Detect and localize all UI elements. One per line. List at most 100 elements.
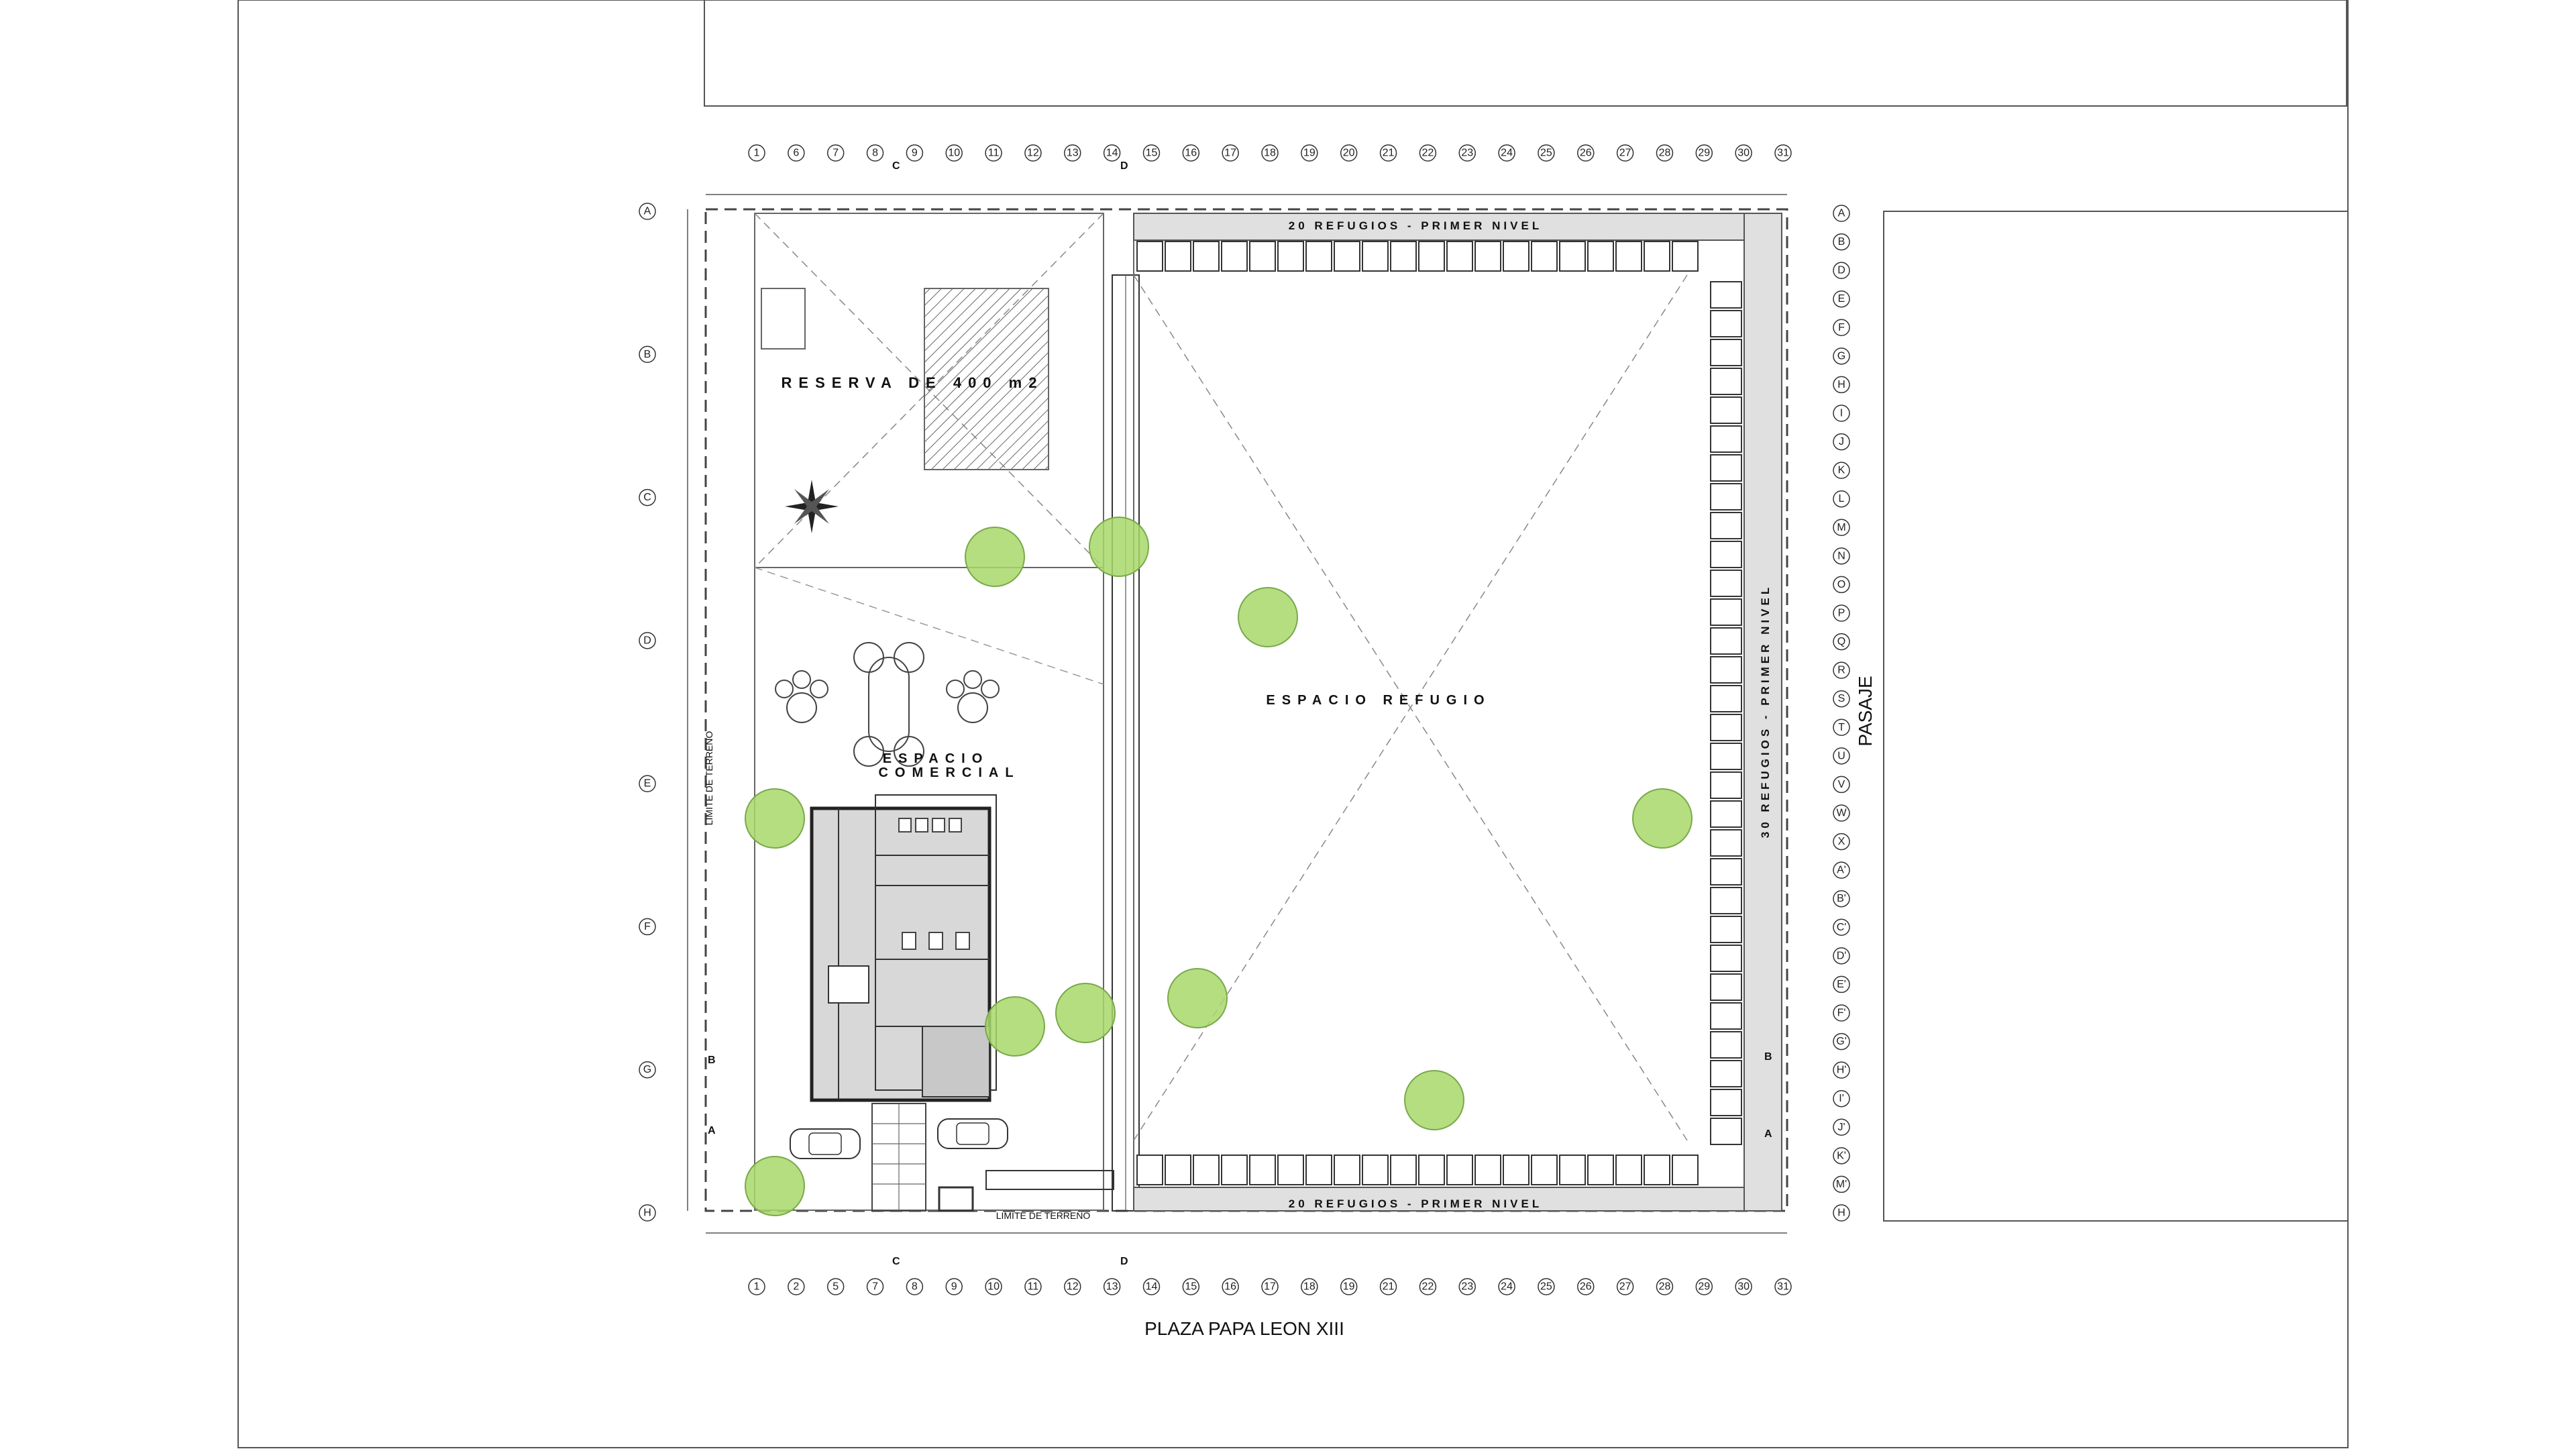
kennel-right [1710,945,1742,972]
grid-row-right-label: A' [1837,865,1846,876]
grid-row-right-bubble [1833,576,1850,594]
grid-column-bottom-label: 8 [912,1281,918,1293]
grid-row-right-label: G' [1836,1036,1847,1047]
grid-column-top-label: 12 [1027,148,1039,159]
grid-row-right-bubble [1833,1118,1850,1136]
grid-column-top-label: 7 [833,148,839,159]
grid-row-right-label: D [1837,265,1845,276]
commercial-zone [754,567,1104,1211]
grid-column-bottom-label: 30 [1737,1281,1750,1293]
grid-row-right-bubble [1833,490,1850,508]
grid-row-left-bubble [639,632,656,649]
kennel-right [1710,512,1742,539]
shelter-band-top [1133,213,1782,241]
section-mark-b-left: B [708,1055,716,1066]
grid-column-top-label: 13 [1067,148,1079,159]
grid-column-bottom-bubble [1142,1278,1161,1295]
grid-column-top-label: 28 [1659,148,1671,159]
grid-column-top-bubble [866,144,884,162]
grid-row-left-bubble [639,203,656,220]
grid-column-top-label: 24 [1501,148,1513,159]
grid-column-top-bubble [1538,144,1555,162]
grid-row-right-bubble [1833,833,1850,851]
grid-row-right-bubble [1833,890,1850,908]
grid-column-top-bubble [1616,144,1634,162]
grid-column-bottom-label: 25 [1540,1281,1552,1293]
shelters-right-label: 30 REFUGIOS - PRIMER NIVEL [1759,584,1772,838]
grid-row-right-label: X [1838,836,1845,847]
kennel-right [1710,858,1742,885]
kennels-row-bottom [1136,1155,1699,1185]
grid-column-top-label: 19 [1303,148,1316,159]
shelf-row-1 [898,818,962,833]
kennel-top [1334,241,1360,272]
grid-column-bottom-label: 17 [1264,1281,1276,1293]
grid-row-left-bubble [639,918,656,936]
grid-column-top-label: 9 [912,148,918,159]
grid-column-top-bubble [1103,144,1121,162]
grid-row-right-bubble [1833,947,1850,965]
refuge-diagonal-2 [1133,274,1688,1141]
grid-column-top-label: 18 [1264,148,1276,159]
kennel-bottom [1305,1155,1332,1185]
grid-row-right-label: H [1837,379,1845,390]
tree-icon [965,527,1025,587]
kennel-right [1710,425,1742,453]
grid-row-right-label: P [1838,608,1845,619]
kennel-right [1710,685,1742,712]
kennel-top [1136,241,1163,272]
grid-column-top-bubble [1182,144,1200,162]
grid-column-top-bubble [1340,144,1358,162]
grid-row-right-label: B [1838,236,1845,248]
grid-column-bottom-label: 10 [987,1281,1000,1293]
kennel-right [1710,368,1742,395]
commercial-label-line2: COMERCIAL [878,765,1020,780]
kennel-top [1559,241,1586,272]
grid-row-right-label: O [1837,579,1845,590]
grid-column-bottom-label: 11 [1028,1281,1039,1293]
grid-row-right-bubble [1833,547,1850,565]
shelters-bottom-label: 20 REFUGIOS - PRIMER NIVEL [1289,1197,1542,1210]
grid-row-left-bubble [639,488,656,506]
grid-column-bottom-bubble [1182,1278,1200,1295]
grid-row-right-bubble [1833,519,1850,537]
building-stairs [922,1026,990,1097]
grid-column-top-bubble [945,144,963,162]
kennel-right [1710,1118,1742,1145]
grid-row-right-label: I [1840,408,1843,419]
grid-column-bottom-bubble [1577,1278,1595,1295]
grid-row-right-label: H' [1837,1065,1847,1076]
kennel-bottom [1193,1155,1220,1185]
grid-column-top-label: 21 [1383,148,1395,159]
grid-column-bottom-label: 13 [1106,1281,1118,1293]
grid-row-left-bubble [639,1204,656,1222]
kennel-right [1710,627,1742,655]
grid-row-right-label: A [1838,208,1845,219]
kennel-top [1503,241,1529,272]
grid-column-bottom-bubble [1340,1278,1358,1295]
grid-row-right-bubble [1833,861,1850,879]
grid-row-right-label: U [1837,750,1845,761]
grid-column-bottom-bubble [1538,1278,1555,1295]
grid-column-top-bubble [1261,144,1279,162]
tree-icon [1404,1070,1464,1130]
tree-icon [1089,517,1149,577]
grid-row-right-label: N [1837,550,1845,561]
tree-icon [745,788,805,849]
kennel-top [1474,241,1501,272]
kennel-bottom [1587,1155,1614,1185]
grid-column-bottom-label: 7 [872,1281,878,1293]
grid-column-top-bubble [1222,144,1239,162]
grid-row-right-label: J' [1837,1122,1845,1133]
grid-column-bottom-bubble [985,1278,1002,1295]
grid-column-top-bubble [1024,144,1042,162]
grid-column-bottom-bubble [1656,1278,1674,1295]
kennel-bottom [1474,1155,1501,1185]
tree-icon [985,996,1045,1057]
grid-column-top-label: 11 [988,148,1000,159]
title-strip-box [704,0,2347,107]
kennel-right [1710,1031,1742,1059]
kennel-top [1446,241,1473,272]
